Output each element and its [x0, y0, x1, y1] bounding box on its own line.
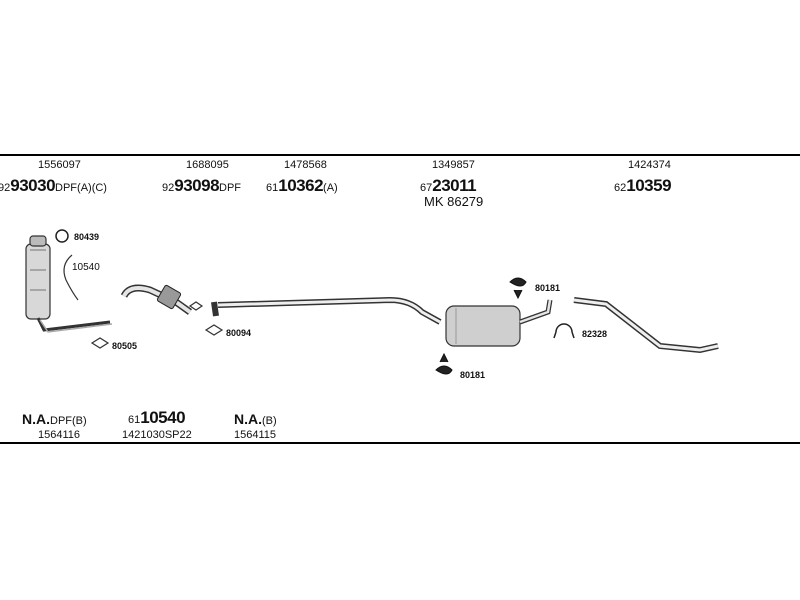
top-ref-1: 1556097 [38, 159, 81, 171]
callout-82328: 82328 [582, 329, 608, 339]
callout-80181-bottom: 80181 [460, 370, 486, 380]
gasket-80505 [90, 337, 110, 349]
bottom-part-1: N.A.DPF(B) [22, 411, 87, 427]
top-ref-5: 1424374 [628, 159, 671, 171]
clamp-82328 [553, 323, 575, 339]
bottom-part-2: 6110540 [128, 408, 186, 427]
bottom-ref-1: 1564116 [38, 429, 81, 441]
bottom-ref-3: 1564115 [234, 429, 277, 441]
front-pipe [120, 284, 193, 315]
top-part-3: 6110362(A) [266, 176, 338, 195]
gasket-small [188, 301, 204, 311]
hanger-80181-bottom [435, 352, 453, 375]
top-ref-3: 1478568 [284, 159, 327, 171]
callout-80181-top: 80181 [535, 283, 561, 293]
callout-80094: 80094 [226, 328, 252, 338]
intermediate-pipe [211, 296, 442, 325]
bottom-part-3: N.A.(B) [234, 411, 277, 427]
rear-pipe [573, 297, 719, 354]
callout-10540: 10540 [72, 262, 100, 273]
hanger-80181-top [509, 277, 527, 300]
bottom-ref-2: 1421030SP22 [122, 429, 192, 441]
top-part-4-extra: MK 86279 [424, 194, 484, 209]
top-part-1: 9293030DPF(A)(C) [0, 176, 107, 195]
top-part-4: 6723011 [420, 176, 477, 195]
top-ref-4: 1349857 [432, 159, 475, 171]
top-ref-2: 1688095 [186, 159, 229, 171]
top-part-2: 9293098DPF [162, 176, 242, 195]
dpf-canister [25, 235, 113, 333]
callout-80439: 80439 [74, 232, 100, 242]
top-part-5: 6210359 [614, 176, 672, 195]
callout-80505: 80505 [112, 341, 138, 351]
clamp-ring [55, 229, 69, 243]
sensor-wire [63, 254, 79, 301]
center-muffler [445, 299, 553, 347]
gasket-80094 [204, 324, 224, 336]
